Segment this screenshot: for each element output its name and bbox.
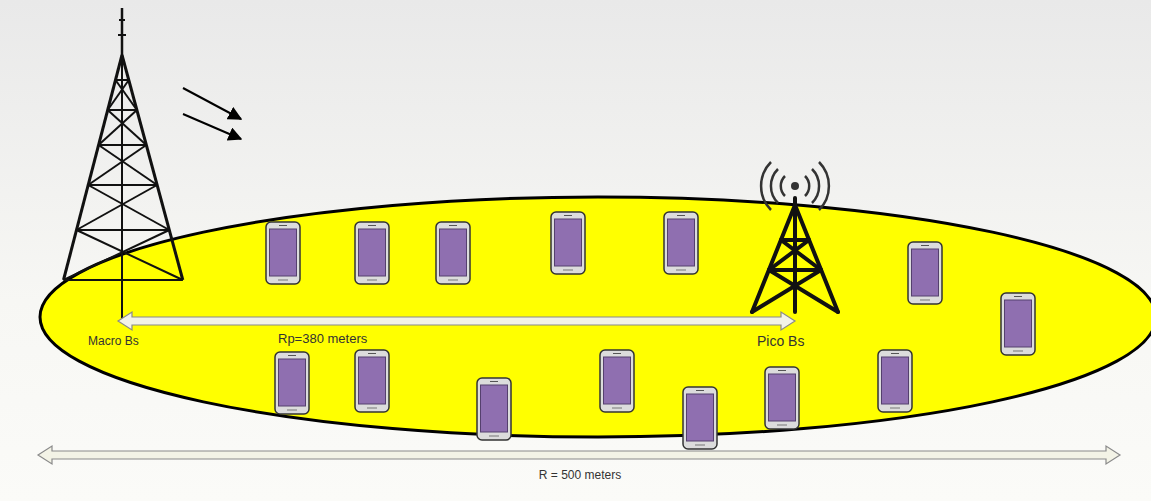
dimension-label: Rp=380 meters: [278, 331, 367, 347]
tower-brace: [99, 144, 147, 146]
phone-icon: [1001, 293, 1035, 355]
phone-icon: [355, 350, 389, 412]
wave-arc: [812, 169, 819, 203]
signal-arrow: [183, 88, 241, 119]
wave-arc: [771, 169, 778, 203]
signal-arrow: [183, 114, 241, 139]
phone-icon: [266, 222, 300, 284]
tower-brace: [77, 230, 183, 280]
dimension-arrow: [38, 446, 1120, 464]
phone-icon: [683, 387, 717, 449]
tower-brace: [118, 34, 126, 36]
station-label: Pico Bs: [757, 333, 804, 350]
label-holder: Macro Bs: [88, 334, 139, 348]
phone-icon: [600, 350, 634, 412]
tower-brace: [769, 240, 809, 270]
phone-icon: [664, 212, 698, 274]
tower-mast: [793, 198, 797, 312]
tower-brace: [108, 110, 147, 145]
tower-brace: [769, 270, 838, 312]
tower-leg: [752, 205, 795, 312]
label-holder: Pico Bs: [757, 333, 804, 350]
wave-arc: [819, 162, 829, 210]
macro-tower: [64, 8, 183, 318]
phone-icon: [878, 350, 912, 412]
tower-brace: [99, 110, 137, 145]
coverage-ellipse: [40, 197, 1151, 437]
wave-arc: [781, 176, 785, 196]
tower-brace: [77, 229, 170, 231]
tower-brace: [99, 145, 158, 185]
tower-leg: [795, 205, 838, 312]
antenna-mast: [121, 8, 124, 55]
label-holder: R = 500 meters: [539, 468, 621, 482]
label-holder: Rp=380 meters: [278, 331, 367, 347]
tower-mast: [121, 55, 123, 318]
tower-brace: [116, 79, 129, 81]
wave-arc: [761, 162, 771, 210]
dimension-arrow: [118, 312, 795, 330]
station-label: Macro Bs: [88, 334, 139, 348]
antenna-dot: [791, 182, 799, 190]
tower-brace: [64, 230, 170, 280]
tower-brace: [88, 184, 157, 186]
tower-brace: [64, 279, 183, 281]
tower-brace: [119, 19, 125, 21]
tower-brace: [88, 145, 146, 185]
phone-icon: [551, 212, 585, 274]
phone-icon: [765, 367, 799, 429]
tower-brace: [108, 109, 137, 111]
phone-icon: [908, 242, 942, 304]
phone-icon: [355, 222, 389, 284]
phone-icon: [477, 378, 511, 440]
dimension-label: R = 500 meters: [539, 468, 621, 482]
wave-arc: [805, 176, 809, 196]
pico-tower: [752, 198, 838, 312]
signal-waves: [761, 162, 829, 210]
tower-brace: [752, 270, 821, 312]
tower-brace: [769, 268, 821, 272]
tower-brace: [108, 80, 129, 110]
tower-brace: [77, 185, 158, 230]
phone-icon: [275, 352, 309, 414]
phone-icon: [436, 222, 470, 284]
tower-brace: [88, 185, 169, 230]
